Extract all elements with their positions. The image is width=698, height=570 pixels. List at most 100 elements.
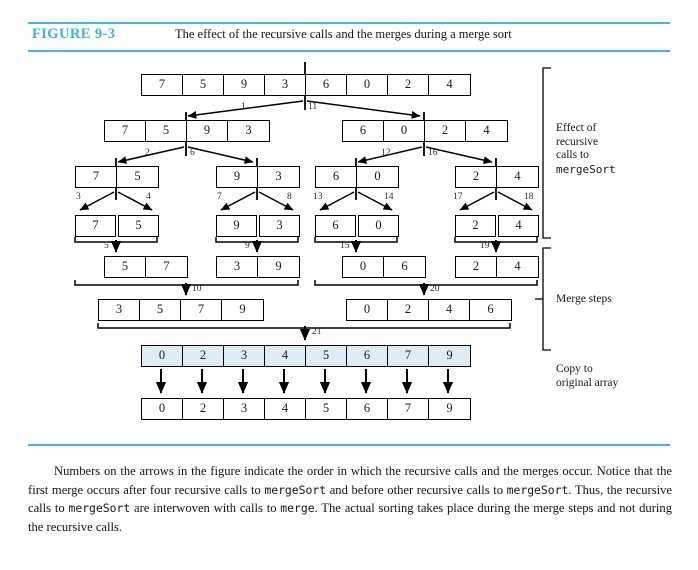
array-cell: 3 — [260, 216, 299, 236]
array-cell: 7 — [76, 216, 115, 236]
array-cell: 0 — [142, 346, 183, 366]
array-cell: 9 — [187, 121, 228, 141]
array-merge-2-right: 0 2 4 6 — [346, 299, 512, 321]
array-level-3-6: 2 — [455, 215, 496, 237]
array-cell: 2 — [425, 121, 466, 141]
array-cell: 0 — [359, 216, 398, 236]
array-cell: 6 — [343, 121, 384, 141]
step-number-13: 13 — [313, 192, 323, 202]
array-cell: 7 — [105, 121, 146, 141]
array-cell: 0 — [384, 121, 425, 141]
array-cell: 4 — [497, 257, 538, 277]
code-mergesort: mergeSort — [264, 482, 327, 497]
array-cell: 3 — [217, 257, 258, 277]
array-level-2-c: 6 0 — [315, 166, 399, 188]
array-level-3-2: 9 — [216, 215, 257, 237]
label-line-mergesort: mergeSort — [556, 162, 616, 176]
array-level-3-4: 6 — [315, 215, 356, 237]
figure-rule-top — [28, 22, 670, 24]
array-cell: 6 — [306, 75, 347, 95]
step-number-2: 2 — [145, 148, 150, 158]
step-number-9: 9 — [245, 241, 250, 251]
array-cell: 5 — [306, 346, 347, 366]
step-number-1: 1 — [241, 102, 246, 112]
array-cell: 4 — [497, 167, 538, 187]
array-cell: 9 — [217, 167, 258, 187]
label-line: original array — [556, 376, 619, 389]
code-mergesort: mergeSort — [68, 501, 131, 516]
array-cell: 2 — [183, 399, 224, 419]
step-number-14: 14 — [384, 192, 394, 202]
array-cell: 0 — [347, 300, 388, 320]
array-cell: 9 — [222, 300, 263, 320]
array-cell: 6 — [384, 257, 425, 277]
array-cell: 6 — [347, 399, 388, 419]
array-level-3-3: 3 — [259, 215, 300, 237]
array-cell: 7 — [142, 75, 183, 95]
array-cell: 4 — [466, 121, 507, 141]
merge-sort-diagram: 7 5 9 3 6 0 2 4 1 11 7 5 9 3 6 0 2 4 2 6… — [0, 60, 698, 440]
array-cell: 9 — [217, 216, 256, 236]
step-number-20: 20 — [430, 284, 440, 294]
array-cell: 5 — [117, 167, 158, 187]
step-number-10: 10 — [192, 284, 202, 294]
label-line: Effect of — [556, 122, 597, 134]
array-cell: 5 — [146, 121, 187, 141]
step-number-4: 4 — [146, 192, 151, 202]
array-cell: 2 — [183, 346, 224, 366]
code-merge: merge — [280, 501, 315, 516]
step-number-7: 7 — [217, 192, 222, 202]
array-cell: 5 — [306, 399, 347, 419]
array-cell: 5 — [105, 257, 146, 277]
array-cell: 5 — [183, 75, 224, 95]
array-cell: 2 — [388, 75, 429, 95]
step-number-8: 8 — [287, 192, 292, 202]
code-mergesort: mergeSort — [506, 482, 569, 497]
step-number-17: 17 — [453, 192, 463, 202]
array-cell: 4 — [429, 300, 470, 320]
array-cell: 9 — [224, 75, 265, 95]
array-cell: 4 — [429, 75, 470, 95]
array-level-2-b: 9 3 — [216, 166, 300, 188]
array-cell: 3 — [99, 300, 140, 320]
paragraph-text: and before other recursive calls to — [326, 482, 507, 497]
array-cell: 4 — [265, 399, 306, 419]
step-number-15: 15 — [340, 241, 350, 251]
array-cell: 5 — [140, 300, 181, 320]
array-cell: 7 — [76, 167, 117, 187]
step-number-18: 18 — [524, 192, 534, 202]
step-number-12: 12 — [381, 148, 391, 158]
figure-rule-bottom — [28, 50, 670, 52]
array-cell: 4 — [265, 346, 306, 366]
array-cell: 3 — [265, 75, 306, 95]
array-cell: 5 — [119, 216, 158, 236]
array-level-0: 7 5 9 3 6 0 2 4 — [141, 74, 471, 96]
array-cell: 6 — [316, 167, 357, 187]
array-cell: 2 — [456, 167, 497, 187]
label-line: Copy to — [556, 363, 593, 375]
array-cell: 0 — [343, 257, 384, 277]
array-merge-1-a: 5 7 — [104, 256, 188, 278]
array-cell: 6 — [347, 346, 388, 366]
array-merge-1-b: 3 9 — [216, 256, 300, 278]
array-cell: 3 — [224, 399, 265, 419]
array-cell: 9 — [429, 346, 470, 366]
figure-label: FIGURE 9-3 — [32, 26, 116, 42]
label-copy-original: Copy to original array — [556, 363, 618, 390]
array-cell: 7 — [388, 346, 429, 366]
array-cell: 9 — [258, 257, 299, 277]
paragraph-text: are interwoven with calls to — [130, 501, 281, 516]
step-number-19: 19 — [480, 241, 490, 251]
array-cell: 0 — [357, 167, 398, 187]
array-merge-2-left: 3 5 7 9 — [98, 299, 264, 321]
step-number-6: 6 — [190, 148, 195, 158]
array-cell: 4 — [499, 216, 538, 236]
array-cell: 7 — [181, 300, 222, 320]
step-number-16: 16 — [428, 148, 438, 158]
array-cell: 2 — [456, 257, 497, 277]
array-merge-1-c: 0 6 — [342, 256, 426, 278]
label-merge-steps: Merge steps — [556, 293, 612, 307]
label-line: Merge steps — [556, 293, 612, 305]
array-cell: 9 — [429, 399, 470, 419]
